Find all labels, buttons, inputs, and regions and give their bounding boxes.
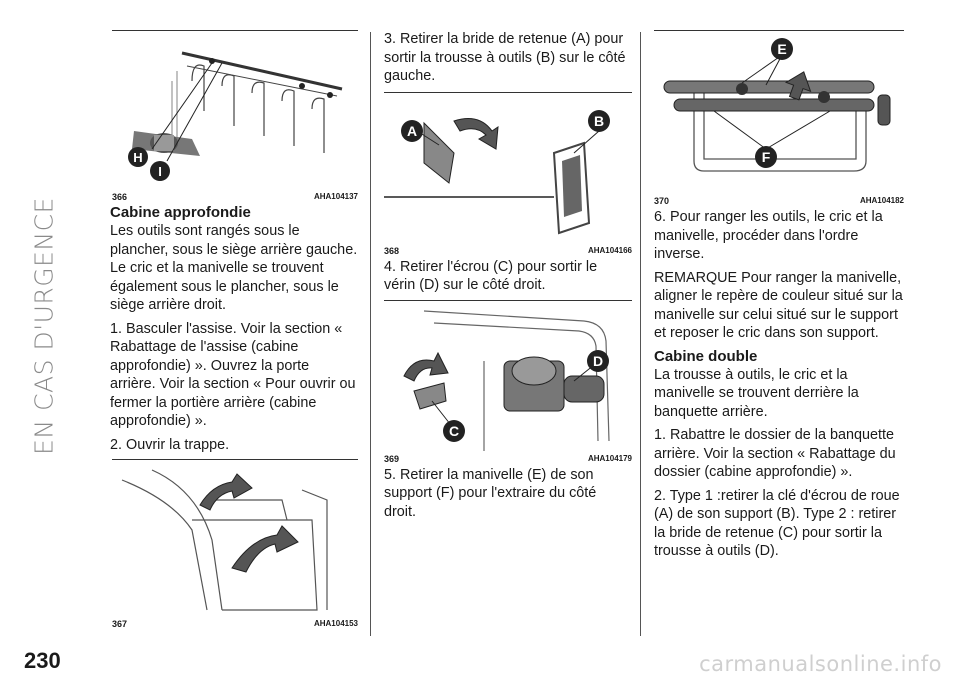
figure-number: 367 [112, 619, 128, 629]
figure-number: 368 [384, 245, 400, 256]
label-b: B [594, 113, 604, 129]
figure-367-illustration [121, 469, 328, 611]
figure-caption: 368 AHA104166 [384, 245, 632, 256]
paragraph: 6. Pour ranger les outils, le cric et la… [654, 209, 883, 262]
figure-number: 370 [654, 196, 670, 206]
column-divider [640, 32, 641, 636]
section-title-vertical: EN CAS D'URGENCE [29, 197, 59, 455]
col2-text-top: 3. Retirer la bride de retenue (A) pour … [384, 30, 632, 86]
label-c: C [449, 423, 459, 439]
heading-cabine-approfondie: Cabine approfondie [110, 204, 251, 221]
paragraph: 1. Basculer l'assise. Voir la section « … [110, 320, 356, 430]
column-divider [370, 32, 371, 636]
column-2: 3. Retirer la bride de retenue (A) pour … [384, 30, 632, 526]
paragraph: 1. Rabattre le dossier de la banquette a… [654, 427, 896, 480]
figure-370: E F 370 AHA104182 [654, 30, 904, 206]
figure-ref: AHA104166 [587, 245, 632, 255]
figure-ref: AHA104182 [859, 196, 904, 205]
page-number: 230 [24, 648, 61, 673]
figure-number: 369 [384, 453, 400, 464]
figure-ref: AHA104153 [313, 619, 358, 628]
paragraph: La trousse à outils, le cric et la maniv… [654, 366, 859, 420]
figure-caption: 370 AHA104182 [654, 195, 904, 206]
label-a: A [407, 123, 417, 139]
col2-text-mid: 4. Retirer l'écrou (C) pour sortir le vé… [384, 258, 632, 295]
column-3: E F 370 AHA104182 6. Pour ranger les out… [654, 30, 904, 566]
figure-370-illustration: E F [663, 38, 891, 172]
col1-text: Cabine approfondie Les outils sont rangé… [110, 204, 358, 454]
label-e: E [777, 41, 786, 57]
figure-368: B A 368 AHA104166 [384, 91, 632, 256]
paragraph: REMARQUE Pour ranger la manivelle, align… [654, 269, 903, 342]
figure-ref: AHA104137 [313, 192, 358, 201]
label-d: D [593, 353, 603, 369]
figure-caption: 369 AHA104179 [384, 453, 632, 464]
figure-368-illustration: B A [384, 109, 610, 234]
label-h: H [133, 150, 142, 165]
heading-cabine-double: Cabine double [654, 347, 758, 365]
paragraph: 2. Type 1 :retirer la clé d'écrou de rou… [654, 487, 900, 560]
figure-366: H I 366 AHA104137 [112, 30, 358, 202]
paragraph: Les outils sont rangés sous le plancher,… [110, 223, 358, 313]
figure-caption: 366 AHA104137 [112, 191, 358, 202]
paragraph: 5. Retirer la manivelle (E) de son suppo… [384, 466, 597, 520]
figure-369: D C 369 AHA104179 [384, 299, 632, 464]
col3-text: 6. Pour ranger les outils, le cric et la… [654, 208, 904, 561]
figure-ref: AHA104179 [587, 453, 632, 463]
paragraph: 4. Retirer l'écrou (C) pour sortir le vé… [384, 258, 598, 294]
figure-367: 367 AHA104153 [112, 459, 358, 629]
figure-caption: 367 AHA104153 [112, 618, 358, 629]
column-1: H I 366 AHA104137 Cabine approfondie Les… [110, 30, 358, 629]
figure-369-illustration: D C [403, 309, 610, 451]
watermark: carmanualsonline.info [699, 652, 942, 676]
label-f: F [762, 149, 771, 165]
label-i: I [158, 164, 162, 179]
paragraph: 3. Retirer la bride de retenue (A) pour … [384, 31, 626, 84]
figure-366-illustration: H I [128, 51, 343, 181]
figure-number: 366 [112, 192, 128, 202]
paragraph: 2. Ouvrir la trappe. [110, 436, 230, 453]
col2-text-bottom: 5. Retirer la manivelle (E) de son suppo… [384, 466, 632, 522]
